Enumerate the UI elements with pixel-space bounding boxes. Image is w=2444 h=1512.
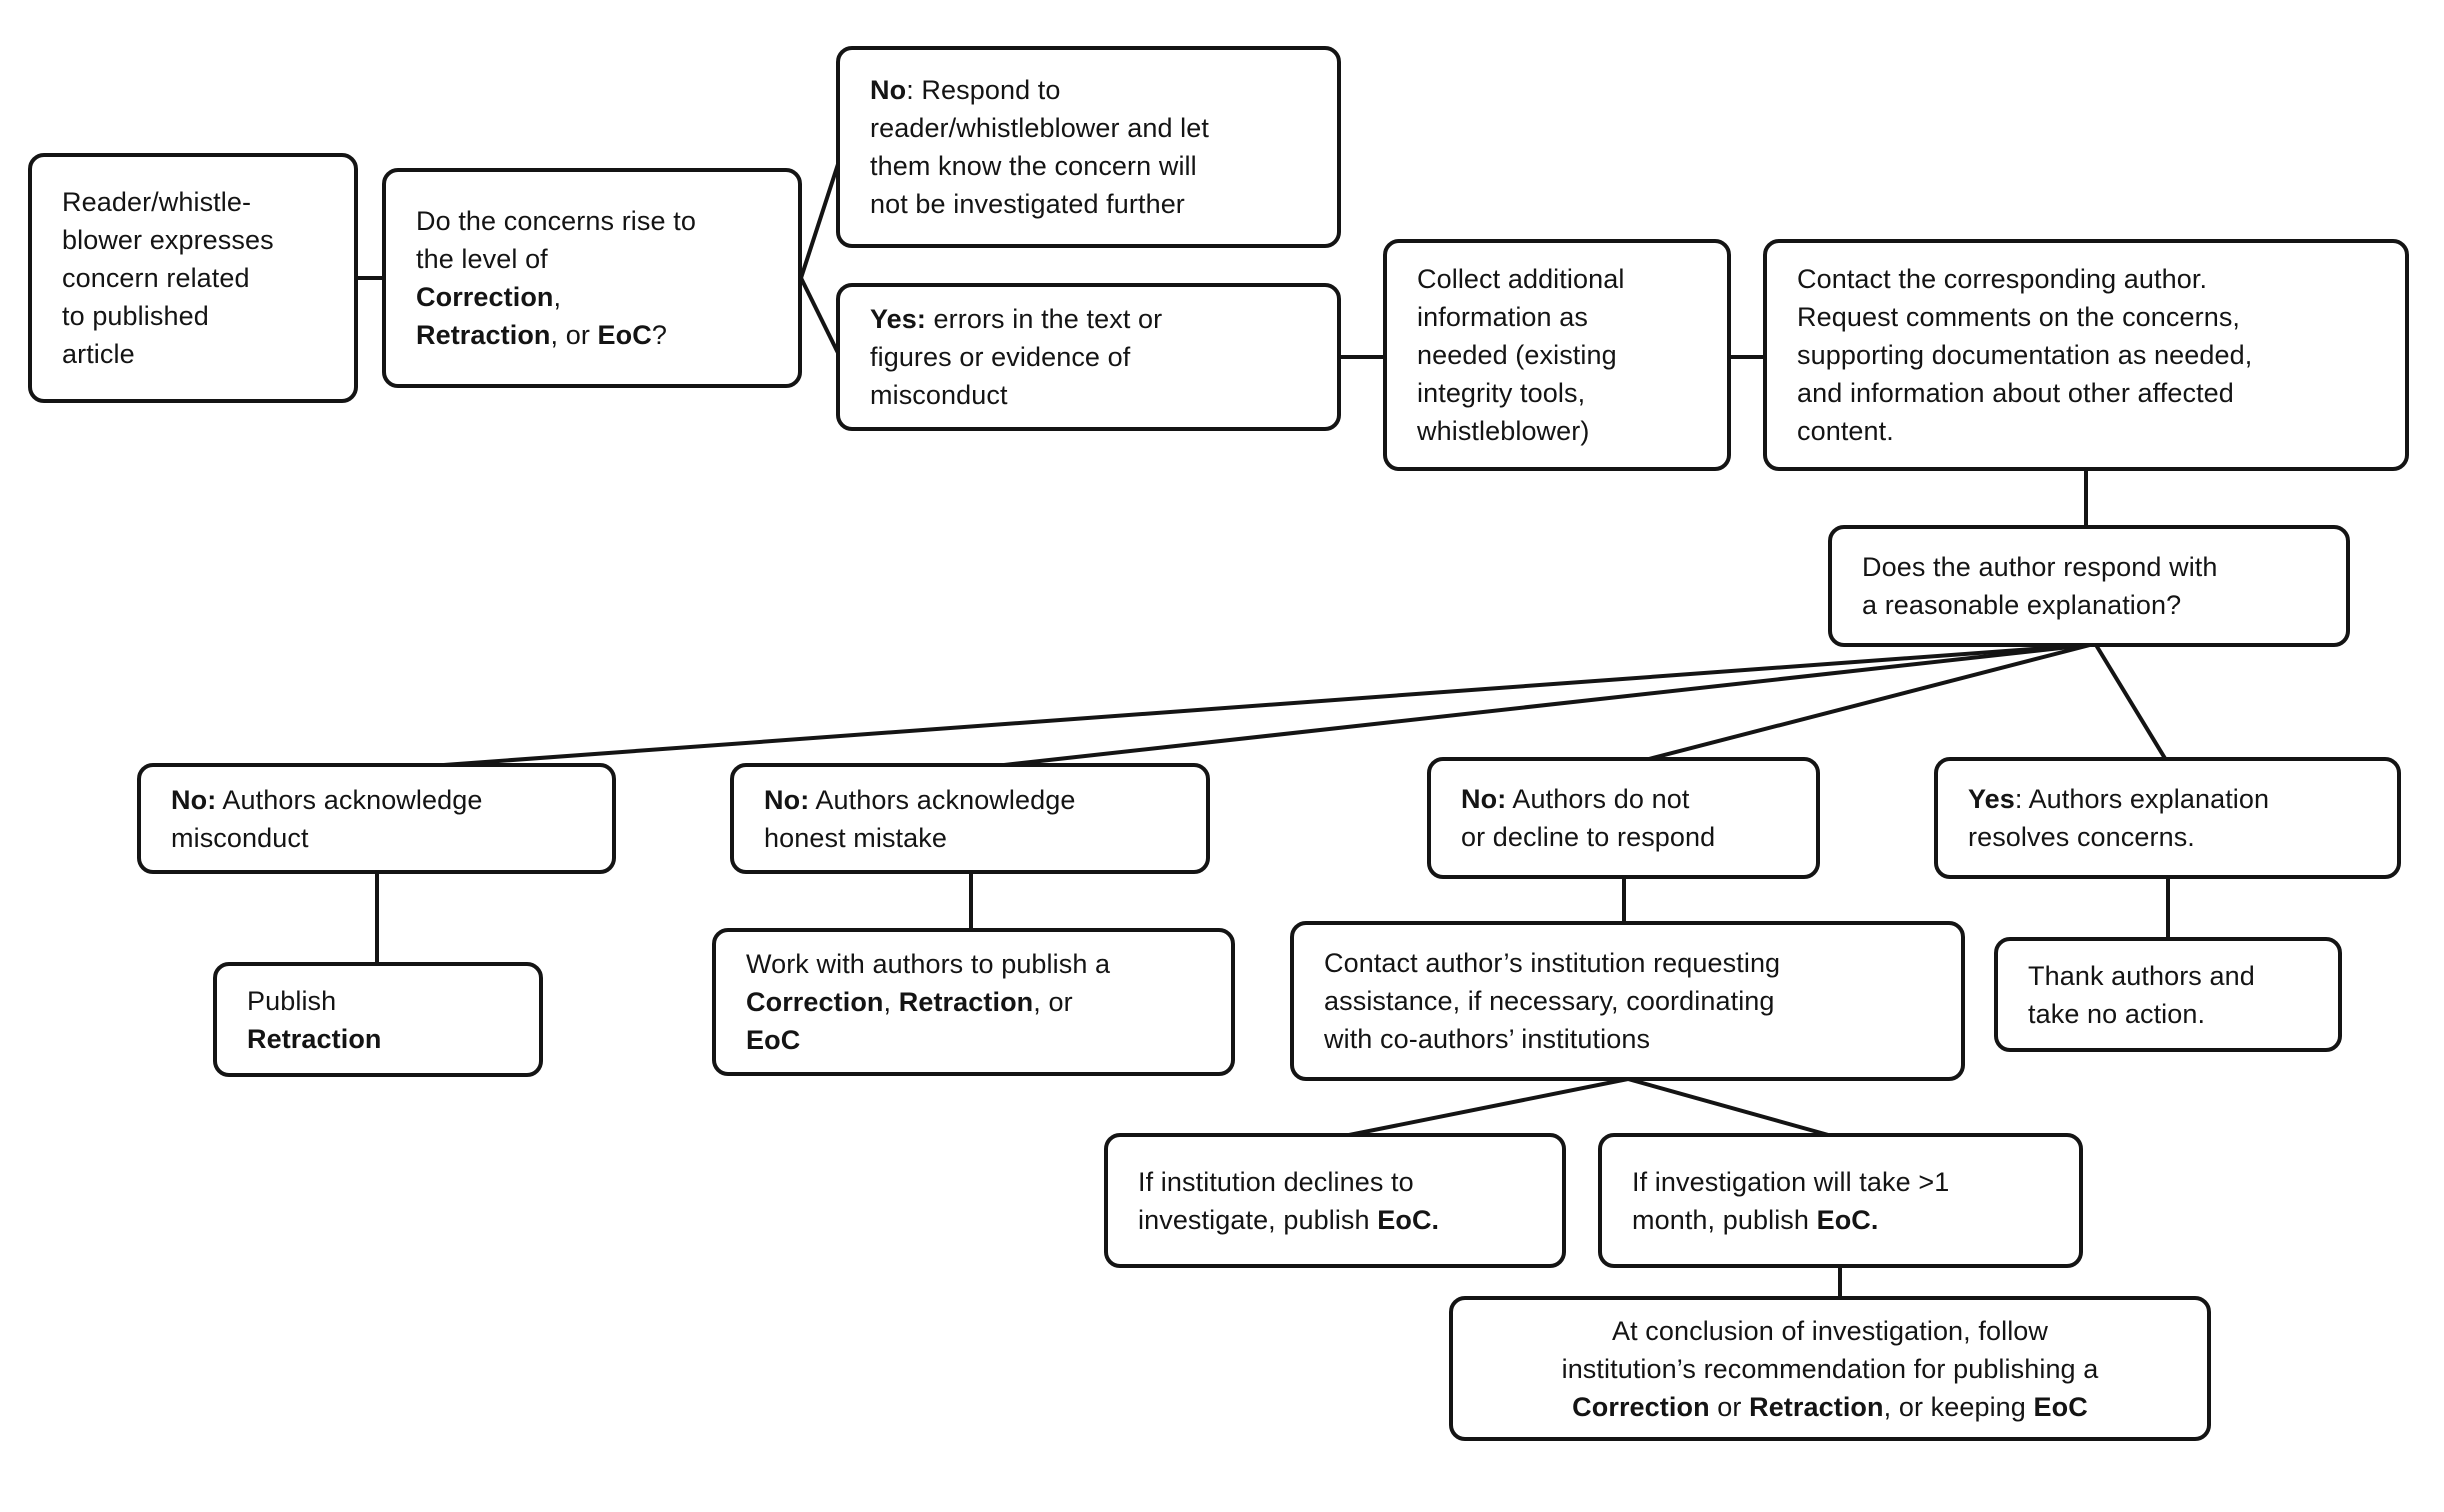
box-reader-concern: Reader/whistle- blower expresses concern…: [28, 153, 358, 403]
bold-correction: Correction: [1572, 1391, 1710, 1422]
box-at-conclusion-text: At conclusion of investigation, follow i…: [1562, 1312, 2099, 1426]
box-does-respond: Does the author respond with a reasonabl…: [1828, 525, 2350, 647]
text-run: If investigation will take >1 month, pub…: [1632, 1166, 1950, 1235]
box-concerns-question: Do the concerns rise to the level of Cor…: [382, 168, 802, 388]
text-run: Thank authors and take no action.: [2028, 960, 2255, 1029]
text-run: Contact the corresponding author. Reques…: [1797, 264, 2253, 446]
box-contact-institution-text: Contact author’s institution requesting …: [1324, 944, 1780, 1058]
box-at-conclusion: At conclusion of investigation, follow i…: [1449, 1296, 2211, 1441]
text-run: Contact author’s institution requesting …: [1324, 948, 1781, 1054]
bold-retraction: Retraction: [247, 1023, 382, 1054]
box-publish-retraction: Publish Retraction: [213, 962, 543, 1077]
bold-yes: Yes: [1968, 784, 2015, 814]
box-yes-resolves-text: Yes: Authors explanation resolves concer…: [1968, 780, 2269, 856]
text-run: ?: [651, 320, 667, 350]
text-run: , or keeping: [1883, 1391, 2034, 1422]
text-run: Do the concerns rise to the level of: [416, 206, 696, 274]
text-run: ,: [553, 282, 562, 312]
box-no-respond: No: Respond to reader/whistleblower and …: [836, 46, 1341, 248]
bold-correction: Correction: [746, 987, 884, 1017]
box-reader-concern-text: Reader/whistle- blower expresses concern…: [62, 183, 274, 373]
edge-concerns-to-no-respond: [799, 157, 842, 279]
box-if-institution-declines-text: If institution declines to investigate, …: [1138, 1163, 1439, 1239]
box-work-with-authors-text: Work with authors to publish a Correctio…: [746, 945, 1110, 1059]
box-contact-institution: Contact author’s institution requesting …: [1290, 921, 1965, 1081]
text-run: : Authors explanation resolves concerns.: [1968, 784, 2270, 852]
bold-correction: Correction: [416, 282, 554, 312]
text-run: , or: [550, 320, 598, 350]
edge-institution-to-if-investigation: [1627, 1077, 1833, 1138]
bold-retraction: Retraction: [1749, 1391, 1884, 1422]
box-if-institution-declines: If institution declines to investigate, …: [1104, 1133, 1566, 1268]
text-run: Authors acknowledge honest mistake: [764, 784, 1076, 853]
box-collect-info: Collect additional information as needed…: [1383, 239, 1731, 471]
box-thank-authors: Thank authors and take no action.: [1994, 937, 2342, 1052]
text-run: Does the author respond with a reasonabl…: [1862, 552, 2218, 620]
box-yes-errors-text: Yes: errors in the text or figures or ev…: [870, 300, 1162, 414]
edge-concerns-to-yes-errors: [799, 277, 842, 358]
edge-does-respond-to-no-decline: [1644, 643, 2091, 762]
box-no-decline-respond-text: No: Authors do not or decline to respond: [1461, 780, 1715, 856]
box-no-honest-mistake: No: Authors acknowledge honest mistake: [730, 763, 1210, 874]
box-collect-info-text: Collect additional information as needed…: [1417, 260, 1624, 450]
text-run: ,: [883, 987, 899, 1017]
bold-eoc: EoC: [2033, 1391, 2088, 1422]
box-contact-author: Contact the corresponding author. Reques…: [1763, 239, 2409, 471]
box-thank-authors-text: Thank authors and take no action.: [2028, 957, 2255, 1033]
box-no-misconduct-text: No: Authors acknowledge misconduct: [171, 781, 482, 857]
box-no-honest-mistake-text: No: Authors acknowledge honest mistake: [764, 781, 1075, 857]
text-run: Authors acknowledge misconduct: [171, 784, 483, 853]
bold-eoc: EoC: [746, 1025, 801, 1055]
edge-institution-to-if-declines: [1343, 1077, 1629, 1138]
text-run: Reader/whistle- blower expresses concern…: [62, 187, 274, 369]
bold-yes: Yes:: [870, 304, 926, 334]
text-run: errors in the text or figures or evidenc…: [870, 304, 1163, 410]
text-run: At conclusion of investigation, follow i…: [1561, 1315, 2099, 1384]
box-contact-author-text: Contact the corresponding author. Reques…: [1797, 260, 2252, 450]
box-yes-resolves: Yes: Authors explanation resolves concer…: [1934, 757, 2401, 879]
text-run: , or: [1033, 987, 1073, 1017]
box-does-respond-text: Does the author respond with a reasonabl…: [1862, 548, 2218, 624]
bold-no: No:: [1461, 784, 1507, 814]
text-run: : Respond to reader/whistleblower and le…: [870, 75, 1209, 219]
box-no-decline-respond: No: Authors do not or decline to respond: [1427, 757, 1820, 879]
text-run: Work with authors to publish a: [746, 949, 1111, 979]
bold-no: No:: [764, 784, 810, 815]
box-work-with-authors: Work with authors to publish a Correctio…: [712, 928, 1235, 1076]
bold-retraction: Retraction: [416, 320, 551, 350]
bold-eoc: EoC.: [1377, 1204, 1440, 1235]
text-run: If institution declines to investigate, …: [1138, 1166, 1414, 1235]
box-publish-retraction-text: Publish Retraction: [247, 982, 382, 1058]
text-run: Collect additional information as needed…: [1417, 264, 1625, 446]
bold-eoc: EoC: [597, 320, 652, 350]
text-run: or: [1709, 1391, 1750, 1422]
box-no-respond-text: No: Respond to reader/whistleblower and …: [870, 71, 1209, 223]
bold-no: No:: [171, 784, 217, 815]
bold-retraction: Retraction: [898, 987, 1034, 1017]
edge-does-respond-to-no-misconduct: [429, 643, 2089, 768]
edge-does-respond-to-yes-resolves: [2094, 643, 2168, 762]
edge-does-respond-to-no-honest: [994, 643, 2089, 768]
text-run: Authors do not or decline to respond: [1461, 784, 1716, 852]
box-if-investigation-long: If investigation will take >1 month, pub…: [1598, 1133, 2083, 1268]
bold-no: No: [870, 75, 907, 105]
box-if-investigation-long-text: If investigation will take >1 month, pub…: [1632, 1163, 1949, 1239]
text-run: Publish: [247, 985, 337, 1016]
box-no-misconduct: No: Authors acknowledge misconduct: [137, 763, 616, 874]
box-yes-errors: Yes: errors in the text or figures or ev…: [836, 283, 1341, 431]
box-concerns-question-text: Do the concerns rise to the level of Cor…: [416, 202, 696, 354]
bold-eoc: EoC.: [1816, 1204, 1879, 1235]
